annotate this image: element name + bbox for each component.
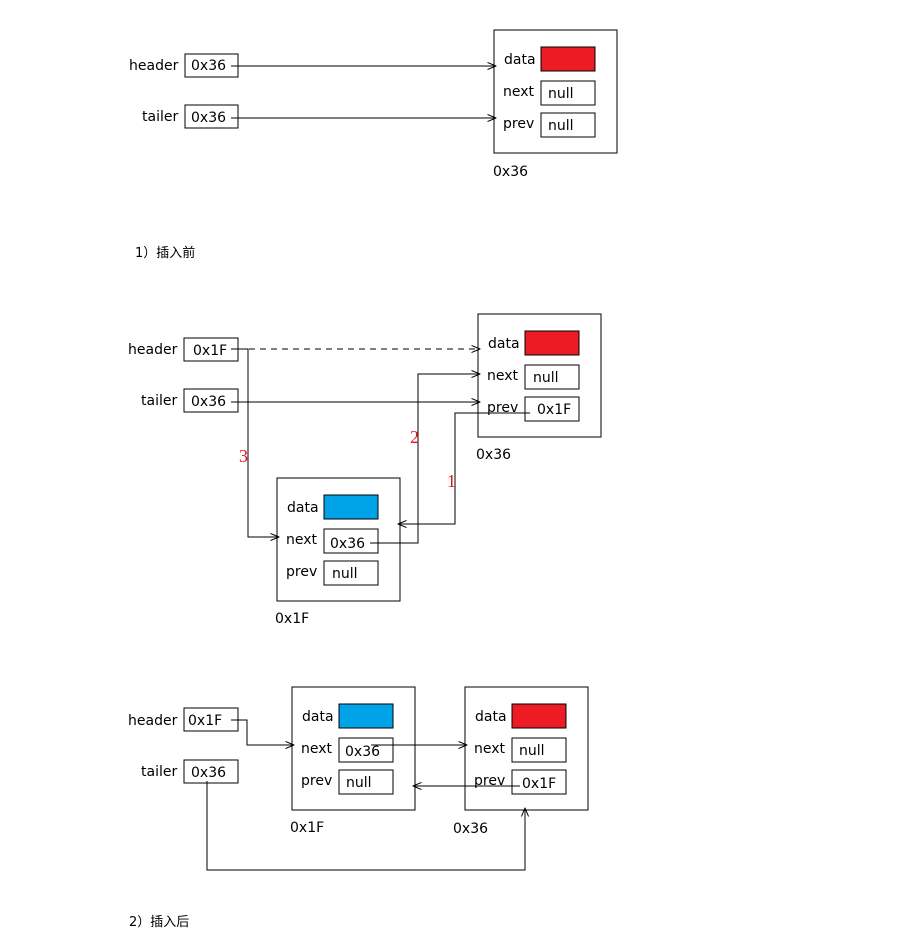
tailer-pointer-value: 0x36 [191, 394, 226, 410]
node-prev-value: 0x1F [537, 402, 571, 418]
node-address: 0x36 [453, 821, 488, 837]
node-data-label: data [287, 500, 319, 516]
node-prev-box [511, 769, 567, 795]
node-data-red [524, 330, 580, 356]
tailer-pointer-box [183, 759, 239, 784]
caption-before: 1）插入前 [135, 245, 195, 261]
caption-after: 2）插入后 [129, 915, 189, 930]
node-next-box [540, 80, 596, 106]
node-next-value: 0x36 [345, 744, 380, 760]
node-prev-box [338, 769, 394, 795]
node-prev-label: prev [503, 116, 534, 132]
node-next-value: null [533, 370, 559, 386]
node-prev-value: null [332, 566, 358, 582]
node-data-red [540, 46, 596, 72]
step-1-arrow [398, 412, 530, 524]
node-address: 0x36 [493, 164, 528, 180]
node-data-label: data [504, 52, 536, 68]
node-data-label: data [488, 336, 520, 352]
node-next-value: null [519, 743, 545, 759]
step-2-label: 2 [410, 427, 419, 447]
node-data-blue [338, 703, 394, 729]
node-next-label: next [503, 84, 535, 100]
node-data-label: data [475, 709, 507, 725]
node-prev-box [323, 560, 379, 586]
node-prev-label: prev [487, 400, 518, 416]
node-prev-label: prev [474, 773, 505, 789]
step-2-arrow [370, 374, 480, 544]
node-next-label: next [286, 532, 318, 548]
header-pointer-value: 0x36 [191, 58, 226, 74]
step-3-label: 3 [239, 446, 248, 466]
tailer-label: tailer [142, 109, 178, 125]
node-data-red [511, 703, 567, 729]
step-1-label: 1 [447, 471, 456, 491]
header-pointer-value: 0x1F [188, 713, 222, 729]
node-address: 0x36 [476, 447, 511, 463]
node-prev-label: prev [301, 773, 332, 789]
node-data-blue [323, 494, 379, 520]
node-prev-box [540, 112, 596, 138]
node-prev-box [524, 396, 580, 422]
node-prev-value: 0x1F [522, 776, 556, 792]
tailer-pointer-box [184, 104, 239, 129]
node-next-box [323, 528, 379, 554]
header-pointer-value: 0x1F [193, 343, 227, 359]
header-arrow [231, 719, 294, 745]
step-3-arrow [231, 348, 279, 537]
header-label: header [128, 713, 178, 729]
node-next-box [511, 737, 567, 763]
node-next-label: next [474, 741, 506, 757]
section-during: header 0x1F tailer 0x36 data next null p… [128, 313, 602, 627]
node-next-box [524, 364, 580, 390]
node-prev-value: null [548, 118, 574, 134]
tailer-label: tailer [141, 764, 177, 780]
section-before: header 0x36 tailer 0x36 data next null p… [129, 29, 618, 261]
node-address: 0x1F [290, 820, 324, 836]
node-prev-label: prev [286, 564, 317, 580]
node-next-label: next [301, 741, 333, 757]
header-label: header [129, 58, 179, 74]
node-next-box [338, 737, 394, 763]
node-address: 0x1F [275, 611, 309, 627]
node-next-value: 0x36 [330, 536, 365, 552]
tailer-arrow [206, 781, 525, 871]
section-after: header 0x1F tailer 0x36 data next 0x36 p… [128, 686, 589, 930]
tailer-pointer-box [183, 388, 239, 413]
tailer-pointer-value: 0x36 [191, 765, 226, 781]
node-next-label: next [487, 368, 519, 384]
node-next-value: null [548, 86, 574, 102]
tailer-pointer-value: 0x36 [191, 110, 226, 126]
header-label: header [128, 342, 178, 358]
node-prev-value: null [346, 775, 372, 791]
node-data-label: data [302, 709, 334, 725]
tailer-label: tailer [141, 393, 177, 409]
